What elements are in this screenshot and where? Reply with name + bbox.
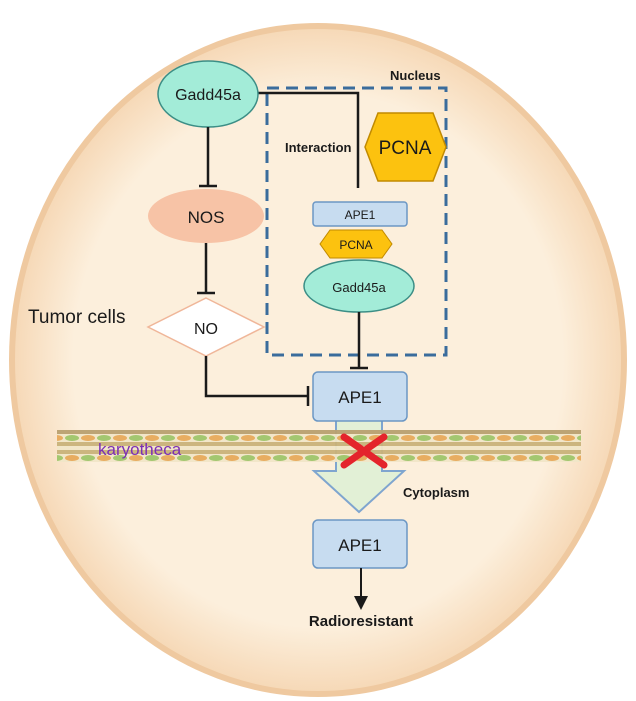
nucleus-label: Nucleus xyxy=(390,68,441,83)
complex-gadd45a-label: Gadd45a xyxy=(332,280,386,295)
karyotheca-label: karyotheca xyxy=(98,440,182,459)
nucleus-boundary xyxy=(265,86,448,357)
tumor-cell-body xyxy=(9,23,627,697)
gadd45a-top-label: Gadd45a xyxy=(175,87,241,104)
pcna-top-node xyxy=(364,112,447,182)
complex-ape1-node xyxy=(312,201,408,227)
ape1-nucleus-label: APE1 xyxy=(338,388,381,407)
tumor-cells-label: Tumor cells xyxy=(28,307,125,328)
no-ape1-inhibit-line xyxy=(204,356,308,398)
nos-node xyxy=(148,189,264,243)
interaction-label: Interaction xyxy=(285,140,352,155)
gadd45a-interaction-line xyxy=(258,91,360,188)
pcna-top-label: PCNA xyxy=(379,138,432,159)
karyotheca-membrane xyxy=(57,430,581,462)
complex-pcna-node xyxy=(319,229,393,259)
cytoplasm-label: Cytoplasm xyxy=(403,485,469,500)
block-cross-icon xyxy=(340,433,388,469)
complex-pcna-label: PCNA xyxy=(339,238,372,252)
nos-label: NOS xyxy=(188,208,225,227)
no-label: NO xyxy=(194,321,218,338)
ape1-cytoplasm-label: APE1 xyxy=(338,536,381,555)
complex-ape1-label: APE1 xyxy=(345,208,376,222)
ape1-nucleus-node xyxy=(312,371,408,422)
radioresistant-label: Radioresistant xyxy=(309,613,413,630)
